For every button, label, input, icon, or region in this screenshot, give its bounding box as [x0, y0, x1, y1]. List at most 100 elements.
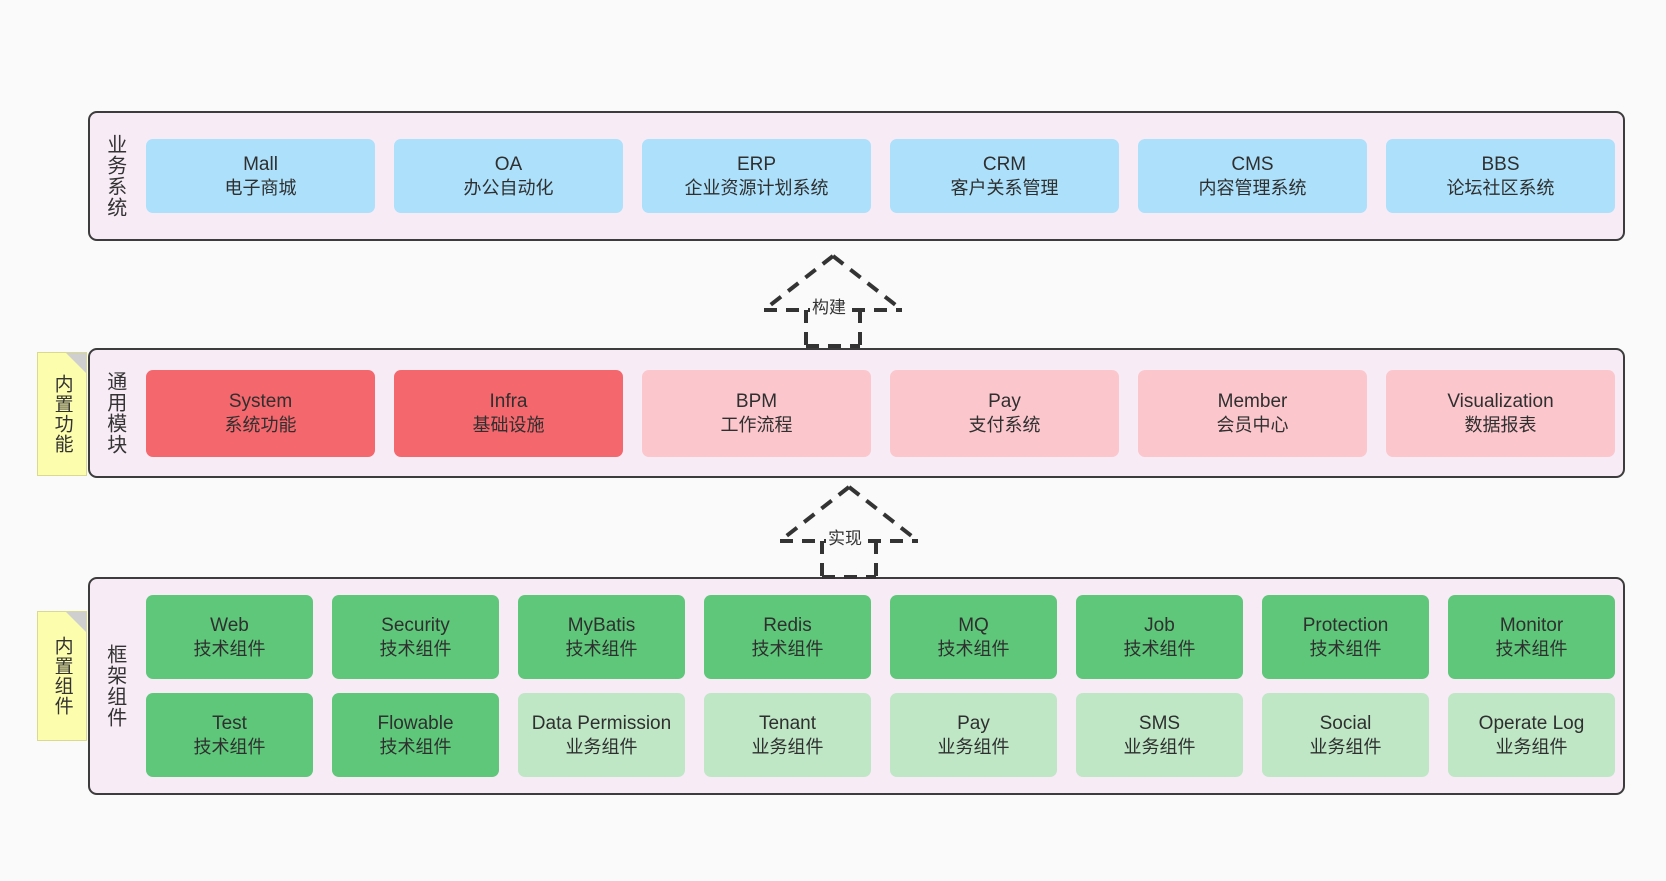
card-subtitle: 业务组件	[751, 736, 824, 757]
card-subtitle: 企业资源计划系统	[684, 177, 829, 198]
card-row: Web 技术组件 Security 技术组件 MyBatis 技术组件 Redi…	[146, 595, 1615, 679]
card-title: Visualization	[1447, 390, 1554, 412]
card-subtitle: 工作流程	[720, 414, 793, 435]
card-web[interactable]: Web 技术组件	[146, 595, 313, 679]
connector-implement: 实现	[760, 483, 938, 579]
card-job[interactable]: Job 技术组件	[1076, 595, 1243, 679]
card-subtitle: 技术组件	[379, 736, 452, 757]
card-cms[interactable]: CMS 内容管理系统	[1138, 139, 1367, 213]
band-framework-components: 框架组件 Web 技术组件 Security 技术组件 MyBatis 技术组件…	[88, 577, 1625, 795]
card-subtitle: 客户关系管理	[950, 177, 1059, 198]
card-title: Social	[1319, 712, 1372, 734]
band-business-systems: 业务系统 Mall 电子商城 OA 办公自动化 ERP 企业资源计划系统 CRM…	[88, 111, 1625, 241]
card-test[interactable]: Test 技术组件	[146, 693, 313, 777]
card-subtitle: 系统功能	[224, 414, 297, 435]
card-title: CRM	[982, 153, 1027, 175]
card-bbs[interactable]: BBS 论坛社区系统	[1386, 139, 1615, 213]
card-oa[interactable]: OA 办公自动化	[394, 139, 623, 213]
card-title: Pay	[988, 390, 1021, 412]
card-flowable[interactable]: Flowable 技术组件	[332, 693, 499, 777]
connector-build: 构建	[744, 252, 922, 348]
card-title: Pay	[957, 712, 990, 734]
card-subtitle: 数据报表	[1464, 414, 1537, 435]
card-subtitle: 技术组件	[751, 638, 824, 659]
card-subtitle: 论坛社区系统	[1446, 177, 1555, 198]
card-system[interactable]: System 系统功能	[146, 369, 375, 457]
card-subtitle: 业务组件	[565, 736, 638, 757]
card-title: OA	[494, 153, 523, 175]
card-mall[interactable]: Mall 电子商城	[146, 139, 375, 213]
band-common-modules: 通用模块 System 系统功能 Infra 基础设施 BPM 工作流程 Pay…	[88, 348, 1625, 478]
card-social[interactable]: Social 业务组件	[1262, 693, 1429, 777]
card-member[interactable]: Member 会员中心	[1138, 369, 1367, 457]
card-title: BBS	[1481, 153, 1520, 175]
card-title: Infra	[489, 390, 528, 412]
card-title: Test	[212, 712, 247, 734]
band-body-common-modules: System 系统功能 Infra 基础设施 BPM 工作流程 Pay 支付系统…	[138, 350, 1623, 476]
sticky-note-builtin-components: 内置组件	[37, 611, 87, 741]
card-subtitle: 技术组件	[565, 638, 638, 659]
connector-label-implement: 实现	[826, 524, 864, 549]
card-operate-log[interactable]: Operate Log 业务组件	[1448, 693, 1615, 777]
card-subtitle: 办公自动化	[463, 177, 554, 198]
card-title: Security	[381, 614, 450, 636]
card-title: Flowable	[377, 712, 454, 734]
card-mybatis[interactable]: MyBatis 技术组件	[518, 595, 685, 679]
card-subtitle: 业务组件	[937, 736, 1010, 757]
card-title: System	[228, 390, 293, 412]
card-protection[interactable]: Protection 技术组件	[1262, 595, 1429, 679]
card-erp[interactable]: ERP 企业资源计划系统	[642, 139, 871, 213]
card-subtitle: 技术组件	[1309, 638, 1382, 659]
card-subtitle: 技术组件	[379, 638, 452, 659]
card-subtitle: 技术组件	[193, 736, 266, 757]
card-title: Operate Log	[1478, 712, 1585, 734]
card-title: Web	[210, 614, 249, 636]
band-title-common-modules: 通用模块	[103, 371, 126, 455]
card-bpm[interactable]: BPM 工作流程	[642, 369, 871, 457]
card-sms[interactable]: SMS 业务组件	[1076, 693, 1243, 777]
card-subtitle: 技术组件	[193, 638, 266, 659]
card-title: ERP	[736, 153, 777, 175]
card-data-permission[interactable]: Data Permission 业务组件	[518, 693, 685, 777]
card-title: CMS	[1231, 153, 1274, 175]
card-subtitle: 业务组件	[1495, 736, 1568, 757]
band-body-business-systems: Mall 电子商城 OA 办公自动化 ERP 企业资源计划系统 CRM 客户关系…	[138, 113, 1623, 239]
card-security[interactable]: Security 技术组件	[332, 595, 499, 679]
card-title: MQ	[958, 614, 989, 636]
card-title: Tenant	[758, 712, 817, 734]
card-subtitle: 技术组件	[1123, 638, 1196, 659]
card-infra[interactable]: Infra 基础设施	[394, 369, 623, 457]
sticky-note-builtin-features: 内置功能	[37, 352, 87, 476]
card-visualization[interactable]: Visualization 数据报表	[1386, 369, 1615, 457]
card-subtitle: 会员中心	[1216, 414, 1289, 435]
card-title: Redis	[763, 614, 812, 636]
card-subtitle: 电子商城	[224, 177, 297, 198]
card-title: Member	[1217, 390, 1288, 412]
card-row: Mall 电子商城 OA 办公自动化 ERP 企业资源计划系统 CRM 客户关系…	[146, 139, 1615, 213]
band-title-framework-components: 框架组件	[103, 644, 126, 728]
card-pay-module[interactable]: Pay 支付系统	[890, 369, 1119, 457]
card-row: Test 技术组件 Flowable 技术组件 Data Permission …	[146, 693, 1615, 777]
card-subtitle: 内容管理系统	[1198, 177, 1307, 198]
connector-label-build: 构建	[810, 293, 848, 318]
band-title-business-systems: 业务系统	[103, 134, 126, 218]
card-subtitle: 支付系统	[968, 414, 1041, 435]
card-row: System 系统功能 Infra 基础设施 BPM 工作流程 Pay 支付系统…	[146, 369, 1615, 457]
card-title: Monitor	[1499, 614, 1564, 636]
card-title: MyBatis	[567, 614, 636, 636]
card-crm[interactable]: CRM 客户关系管理	[890, 139, 1119, 213]
card-mq[interactable]: MQ 技术组件	[890, 595, 1057, 679]
card-monitor[interactable]: Monitor 技术组件	[1448, 595, 1615, 679]
band-body-framework-components: Web 技术组件 Security 技术组件 MyBatis 技术组件 Redi…	[138, 579, 1623, 793]
card-title: BPM	[735, 390, 778, 412]
card-tenant[interactable]: Tenant 业务组件	[704, 693, 871, 777]
card-subtitle: 业务组件	[1123, 736, 1196, 757]
card-redis[interactable]: Redis 技术组件	[704, 595, 871, 679]
card-pay-component[interactable]: Pay 业务组件	[890, 693, 1057, 777]
card-subtitle: 技术组件	[1495, 638, 1568, 659]
card-subtitle: 技术组件	[937, 638, 1010, 659]
card-title: Job	[1144, 614, 1175, 636]
card-title: Protection	[1302, 614, 1389, 636]
card-title: Data Permission	[531, 712, 672, 734]
